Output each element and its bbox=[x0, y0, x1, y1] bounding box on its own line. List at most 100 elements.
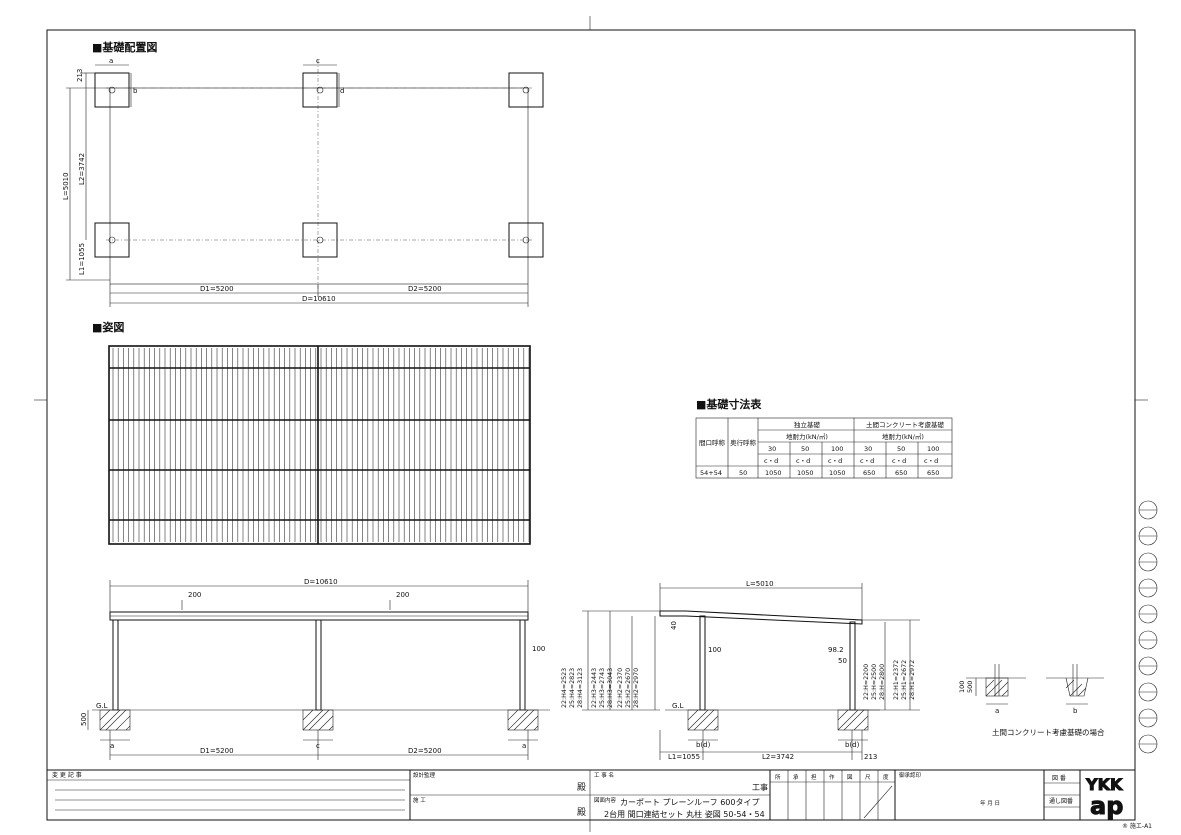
tb-col: 作 bbox=[829, 773, 835, 781]
slab-foundation-detail bbox=[966, 664, 1104, 705]
table-h-dokuritsu: 独立基礎 bbox=[794, 420, 821, 429]
title-block bbox=[46, 769, 1136, 821]
tb-line-1: カーポート プレーンルーフ 600タイプ bbox=[620, 798, 759, 807]
view-section-title: ■姿図 bbox=[92, 320, 124, 334]
plan-dim-213: 213 bbox=[76, 69, 84, 82]
front-dim-a1: a bbox=[110, 742, 114, 750]
table-h-doma: 土間コンクリート考慮基礎 bbox=[866, 420, 945, 429]
table-cell: 1050 bbox=[829, 469, 846, 477]
layout-section-title: ■基礎配置図 bbox=[92, 40, 157, 54]
side-right-dim-3: 22:H1=2372 bbox=[893, 660, 900, 700]
front-footings bbox=[99, 709, 539, 731]
side-gl: G.L bbox=[672, 702, 684, 710]
table-col: 30 bbox=[768, 445, 776, 453]
side-right-dim-2: 28:H=2800 bbox=[879, 664, 886, 700]
logo-ykk: YKK bbox=[1085, 775, 1123, 794]
table-col: 30 bbox=[864, 445, 872, 453]
side-dim-213: 213 bbox=[864, 753, 877, 761]
tb-zuban: 図 番 bbox=[1052, 775, 1066, 782]
side-dim-L: L=5010 bbox=[746, 580, 774, 588]
table-cell: 650 bbox=[927, 469, 939, 477]
tb-gomei: 御承認印 bbox=[899, 771, 922, 779]
plan-dim-a: a bbox=[109, 57, 113, 65]
tb-seko: 施 工 bbox=[413, 796, 426, 804]
table-col: 100 bbox=[831, 445, 843, 453]
tb-dono-1: 殿 bbox=[577, 782, 586, 793]
plan-dim-L: L=5010 bbox=[62, 172, 70, 200]
table-sub: c・d bbox=[828, 457, 842, 465]
side-left-dim-3: 22:H3=2443 bbox=[591, 668, 598, 708]
side-dim-100: 100 bbox=[708, 646, 721, 654]
side-right-dim-5: 28:H1=2972 bbox=[909, 660, 916, 700]
plan-dim-L2: L2=3742 bbox=[78, 153, 86, 185]
table-cell: 650 bbox=[895, 469, 907, 477]
tb-col: 所 bbox=[775, 773, 781, 781]
tb-col: 尺 bbox=[865, 774, 871, 781]
plan-dim-D2: D2=5200 bbox=[408, 285, 442, 293]
side-dim-bd-1: b(d) bbox=[696, 741, 711, 749]
detail-caption: 土間コンクリート考慮基礎の場合 bbox=[992, 727, 1105, 737]
tb-date: 年 月 日 bbox=[980, 799, 1000, 807]
foundation-plan: a c b d 213 L=5010 L2=3742 L1=1055 D1=52… bbox=[62, 57, 544, 307]
table-cell-okuyuki: 50 bbox=[739, 469, 747, 477]
table-sub: c・d bbox=[860, 457, 874, 465]
roof-top-view bbox=[108, 345, 531, 545]
front-elevation: D=10610 200 200 100 G.L 500 a c a bbox=[80, 578, 550, 760]
side-dim-40: 40 bbox=[670, 621, 678, 630]
table-cell-maguchi: 54+54 bbox=[700, 469, 722, 477]
tb-zumen-label: 図面内容 bbox=[594, 796, 617, 804]
tb-line-2: 2台用 間口連結セット 丸柱 姿図 50-54・54 bbox=[604, 809, 765, 819]
front-dim-500: 500 bbox=[80, 713, 88, 726]
table-sub: c・d bbox=[796, 457, 810, 465]
detail-dim-500: 500 bbox=[966, 681, 974, 693]
table-col: 50 bbox=[897, 445, 905, 453]
front-dim-200-1: 200 bbox=[188, 591, 201, 599]
tb-col: 担 bbox=[811, 773, 817, 781]
front-dim-100: 100 bbox=[532, 645, 545, 653]
front-dim-a2: a bbox=[522, 742, 526, 750]
revision-circles bbox=[1138, 500, 1158, 754]
side-right-dim-4: 25:H1=2672 bbox=[901, 660, 908, 700]
side-dim-bd-2: b(d) bbox=[845, 741, 860, 749]
roof-slats bbox=[112, 348, 530, 542]
table-h-tainai-2: 地耐力(kN/㎡) bbox=[882, 432, 924, 441]
table-sub: c・d bbox=[892, 457, 906, 465]
table-cell: 1050 bbox=[765, 469, 782, 477]
front-dim-200-2: 200 bbox=[396, 591, 409, 599]
side-left-dim-7: 25:H2=2670 bbox=[625, 668, 632, 708]
detail-dim-a: a bbox=[995, 707, 999, 715]
table-cell: 650 bbox=[863, 469, 875, 477]
side-right-dim-0: 22:H=2200 bbox=[863, 664, 870, 700]
plan-dim-b: b bbox=[133, 87, 138, 95]
front-dim-D1: D1=5200 bbox=[200, 747, 234, 755]
table-col: 50 bbox=[801, 445, 809, 453]
tb-henko: 変 更 記 事 bbox=[52, 771, 82, 779]
plan-dim-L1: L1=1055 bbox=[78, 243, 86, 275]
side-left-dim-2: 28:H4=3123 bbox=[577, 668, 584, 708]
tb-dono-2: 殿 bbox=[577, 807, 586, 818]
detail-dim-100: 100 bbox=[958, 681, 966, 693]
tb-code: ® 施エ-A1 bbox=[1122, 822, 1152, 830]
plan-dim-D1: D1=5200 bbox=[200, 285, 234, 293]
side-right-dim-1: 25:H=2500 bbox=[871, 664, 878, 700]
tb-sekkei: 設計監理 bbox=[413, 771, 436, 779]
side-dim-L1: L1=1055 bbox=[668, 753, 700, 761]
footing-pads bbox=[94, 72, 544, 258]
plan-dim-D: D=10610 bbox=[302, 295, 336, 303]
side-elevation: L=5010 40 100 98.2 50 22:H4=2523 25:H4=2… bbox=[561, 580, 920, 761]
front-dim-D: D=10610 bbox=[304, 578, 338, 586]
tb-col: 承 bbox=[793, 773, 799, 781]
plan-dim-c: c bbox=[316, 57, 320, 65]
side-footings bbox=[687, 709, 869, 731]
plan-dim-d: d bbox=[340, 87, 344, 95]
table-sub: c・d bbox=[924, 457, 938, 465]
table-h-tainai-1: 地耐力(kN/㎡) bbox=[786, 432, 828, 441]
detail-dim-b: b bbox=[1073, 707, 1078, 715]
table-h-okuyuki: 奥行呼称 bbox=[730, 438, 757, 447]
side-left-dim-5: 28:H3=3043 bbox=[607, 668, 614, 708]
foundation-dimension-table bbox=[695, 417, 953, 479]
front-dim-D2: D2=5200 bbox=[408, 747, 442, 755]
side-left-dim-8: 28:H2=2970 bbox=[633, 668, 640, 708]
table-h-maguchi: 間口呼称 bbox=[699, 438, 726, 447]
